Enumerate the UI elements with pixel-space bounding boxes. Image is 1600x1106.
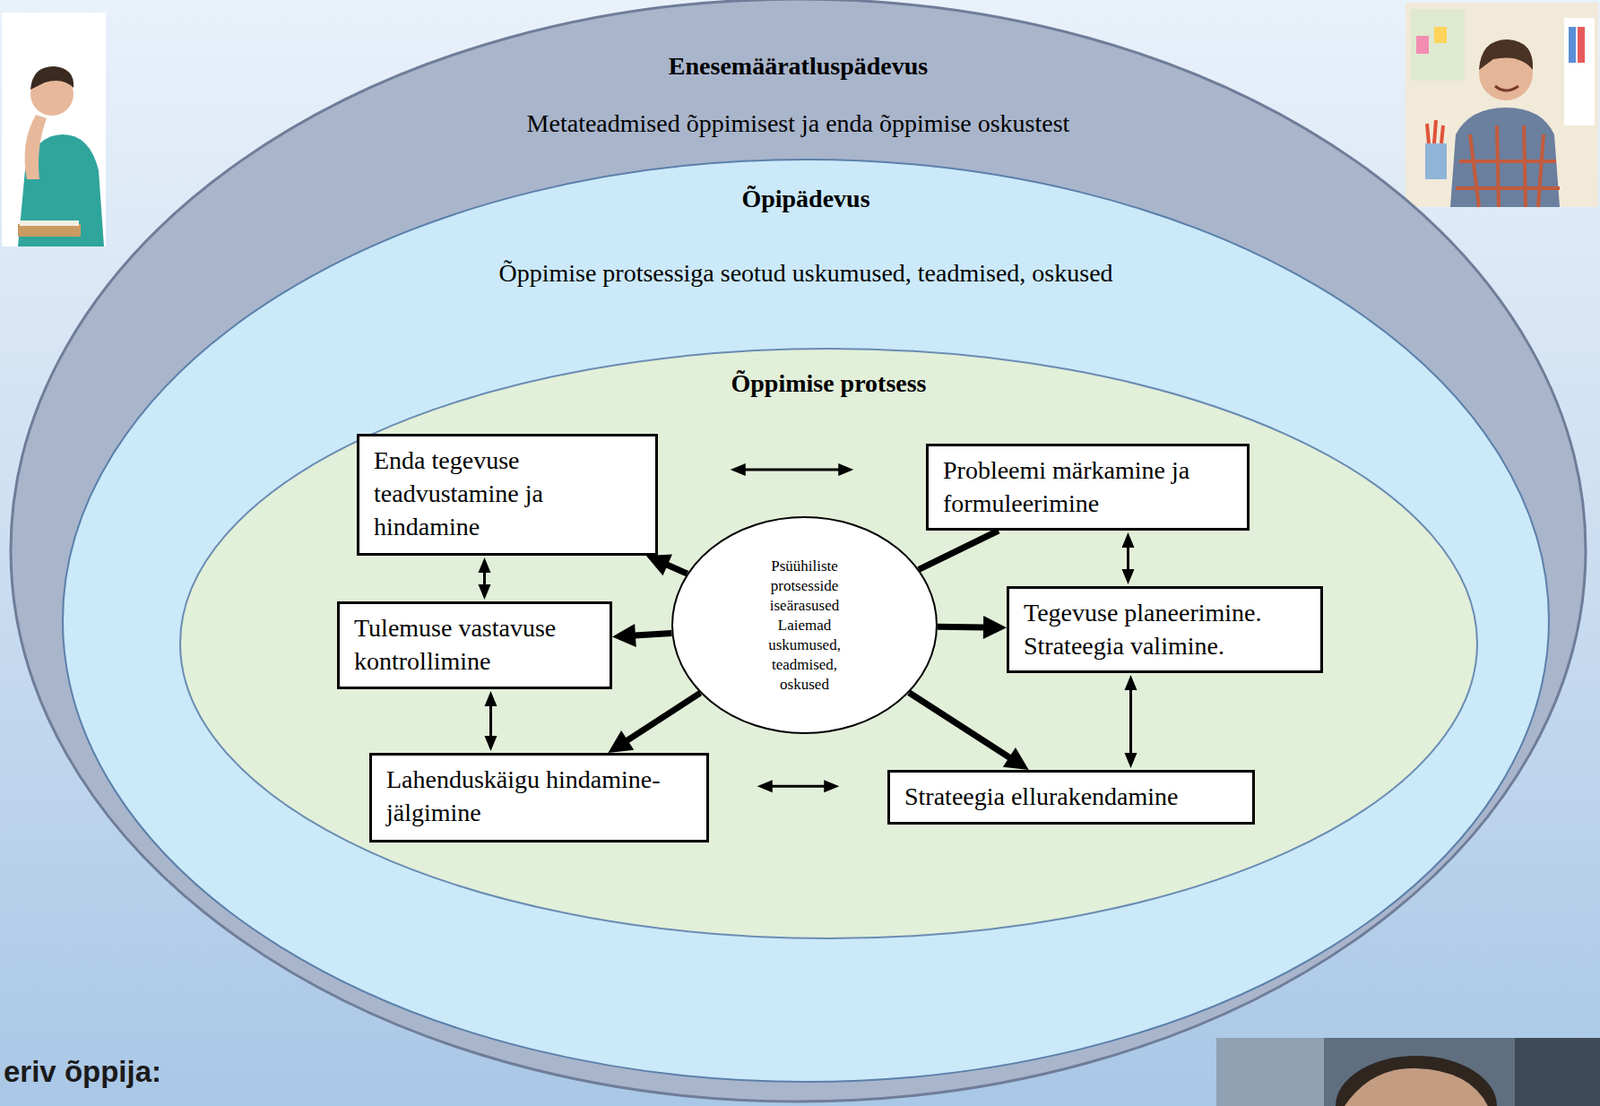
process-box: Tegevuse planeerimine. Strateegia valimi… [1006,586,1324,674]
thick-arrow [937,615,1007,640]
arrowhead [607,730,634,753]
double-arrow [478,557,492,600]
arrowhead [484,735,498,752]
box-text: Tegevuse planeerimine. Strateegia valimi… [1023,596,1306,663]
double-arrow [1124,674,1138,769]
thick-arrow [646,554,688,577]
arrowhead [838,463,854,476]
ellipse-shape [672,517,937,734]
arrowhead [757,779,773,793]
connector-line [937,623,985,632]
learning-process-ellipse: Õppimise protsessEnda tegevuse teadvusta… [178,346,1479,941]
connector-line [908,692,1011,759]
thick-arrow [908,692,1030,770]
double-arrow [1122,532,1135,585]
circle-text: Laiemad uskumused, teadmised, oskused [749,615,861,695]
connector-line [489,705,493,737]
bowed-student-photo [1216,1037,1600,1106]
arrowhead [823,779,839,793]
process-box: Strateegia ellurakendamine [887,769,1255,825]
core-circle: Psüühiliste protsesside iseärasusedLaiem… [670,515,939,736]
box-text: Tulemuse vastavuse kontrollimine [354,611,596,678]
arrowhead [1122,569,1135,585]
smiling-student-photo [1405,2,1599,208]
connector-line [634,633,672,637]
process-box: Probleemi märkamine ja formuleerimine [925,443,1250,531]
arrowhead [1003,747,1030,770]
process-box: Enda tegevuse teadvustamine ja hindamine [356,433,658,556]
arrowhead [646,554,673,577]
arrowhead [1122,532,1135,548]
circle-text: Psüühiliste protsesside iseärasused [749,556,861,616]
arrowhead [730,463,746,476]
connector-line [1129,689,1133,754]
outer-competence-ellipse: EnesemääratluspädevusMetateadmised õppim… [8,0,1589,1105]
double-arrow [757,779,840,793]
connector-line [771,785,826,788]
box-text: Lahenduskäigu hindamine-jälgimine [386,762,692,830]
double-arrow [730,463,855,476]
thick-arrow [918,530,999,570]
arrowhead [1124,752,1138,769]
thick-arrow [612,623,672,648]
ellipse-body-text: Õppimise protsessiga seotud uskumused, t… [60,259,1551,287]
arrowhead [478,557,492,573]
ellipse-shape [180,348,1478,939]
connector-line [483,571,486,586]
ellipse-heading: Enesemääratluspädevus [8,52,1589,80]
ellipse-shape [62,159,1549,1082]
process-box: Lahenduskäigu hindamine-jälgimine [369,752,710,843]
connector-line [918,530,999,570]
box-text: Probleemi märkamine ja formuleerimine [942,453,1233,520]
arrowhead [484,691,498,707]
arrowhead [1124,674,1138,691]
ellipse-shape [10,0,1586,1102]
tired-student-photo [1,12,106,247]
ellipse-body-text: Metateadmised õppimisest ja enda õppimis… [8,110,1589,138]
double-arrow [484,691,498,752]
box-text: Enda tegevuse teadvustamine ja hindamine [373,443,641,544]
arrowhead [983,615,1007,640]
connector-line [744,468,840,472]
connector-line [666,564,688,574]
ellipse-heading: Õpipädevus [60,185,1551,213]
arrowhead [478,584,492,600]
box-text: Strateegia ellurakendamine [904,779,1238,813]
arrowhead [612,623,637,648]
process-box: Tulemuse vastavuse kontrollimine [337,601,613,690]
connector-line [1126,546,1130,571]
learning-competence-ellipse: ÕpipädevusÕppimise protsessiga seotud us… [60,157,1551,1084]
thick-arrow [607,692,701,753]
ellipse-heading: Õppimise protsess [178,370,1479,398]
connector-line [626,692,701,741]
caption-label: eriv õppija: [3,1054,162,1090]
